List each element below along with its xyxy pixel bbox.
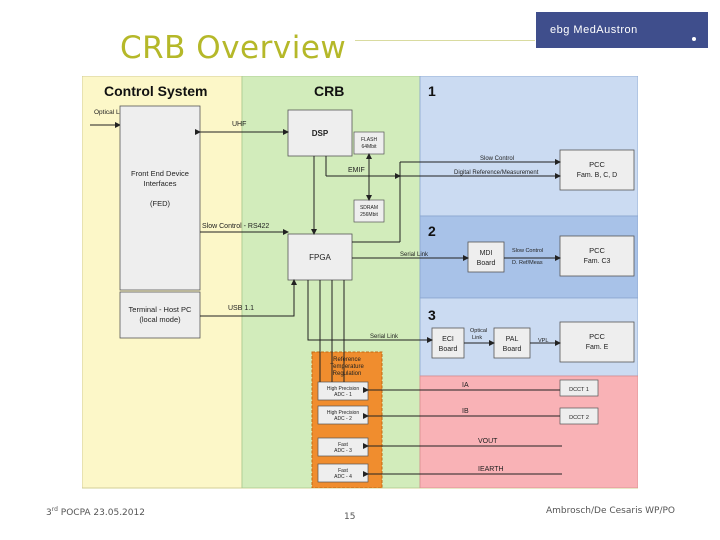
slow-control-label: Slow Control: [480, 156, 514, 162]
dcct1-block: [559, 379, 599, 397]
control-system-heading: Control System: [104, 83, 207, 99]
adc-measurement-region: [419, 375, 638, 488]
sdram-label-line2: 256Mbit: [360, 212, 378, 218]
pcc1-label-line2: Fam. B, C, D: [577, 172, 617, 179]
crb-heading: CRB: [314, 83, 344, 99]
slide-title: CRB Overview: [120, 30, 347, 66]
ia-label: IA: [462, 382, 469, 389]
footer-divider: [82, 488, 638, 489]
slow-control-zone2-label: Slow Control: [512, 248, 543, 254]
adc2-label-line2: ADC - 2: [334, 416, 352, 422]
zone1-region: [419, 76, 638, 217]
fpga-block: [287, 233, 353, 281]
pal-board-block: [493, 327, 531, 359]
uhf-label: UHF: [232, 121, 246, 128]
fed-label-line2: Interfaces: [144, 179, 177, 188]
zone2-heading: 2: [428, 223, 436, 239]
pcc1-label-line1: PCC: [589, 160, 605, 169]
adc1-label-line2: ADC - 1: [334, 392, 352, 398]
terminal-label-line2: (local mode): [139, 315, 181, 324]
mdi-label-line1: MDI: [480, 250, 493, 257]
adc2-label-line1: High Precision: [327, 410, 359, 416]
pal-label-line2: Board: [503, 346, 522, 353]
fed-label-line1: Front End Device: [131, 169, 189, 178]
fed-label-line3: (FED): [150, 199, 170, 208]
flash-block: [353, 131, 385, 155]
fed-block: [119, 105, 201, 291]
mdi-label-line2: Board: [477, 260, 496, 267]
digital-ref-label: Digital Reference/Measurement: [454, 170, 539, 176]
usb-label: USB 1.1: [228, 305, 254, 312]
logo-dot: [692, 37, 696, 41]
pcc2-label-line2: Fam. C3: [584, 258, 611, 265]
optical-link-zone3-label-line2: Link: [472, 335, 482, 341]
dcct1-label: DCCT 1: [569, 387, 589, 393]
adc4-label-line2: ADC - 4: [334, 474, 352, 480]
pcc-fam-e-block: [559, 321, 635, 363]
dsp-label: DSP: [312, 129, 329, 138]
pcc-fam-c3-block: [559, 235, 635, 277]
zone1-heading: 1: [428, 83, 436, 99]
ref-label-line1: Reference: [333, 357, 361, 363]
rs422-label: Slow Control - RS422: [202, 223, 269, 230]
d-ref-meas-label: D. Ref/Meas: [512, 260, 543, 266]
vout-label: VOUT: [478, 438, 498, 445]
pcc-fam-bcd-block: [559, 149, 635, 191]
zone3-heading: 3: [428, 307, 436, 323]
terminal-host-pc-block: [119, 291, 201, 339]
flash-label-line1: FLASH: [361, 137, 378, 143]
ib-label: IB: [462, 408, 469, 415]
terminal-label-line1: Terminal - Host PC: [129, 305, 193, 314]
ref-label-line2: Temperature: [330, 364, 364, 370]
eci-label-line2: Board: [439, 346, 458, 353]
pcc3-label-line1: PCC: [589, 332, 605, 341]
adc4-label-line1: Fast: [338, 468, 348, 474]
usb-link: [200, 279, 297, 317]
flash-label-line2: 64Mbit: [361, 144, 377, 150]
emif-label: EMIF: [348, 167, 365, 174]
iearth-label: IEARTH: [478, 466, 504, 473]
sdram-block: [353, 199, 385, 223]
fpga-label: FPGA: [309, 253, 331, 262]
pal-label-line1: PAL: [506, 336, 519, 343]
adc1-label-line1: High Precision: [327, 386, 359, 392]
ref-label-line3: Regulation: [333, 371, 362, 377]
pcc3-label-line2: Fam. E: [586, 344, 609, 351]
title-divider: [355, 40, 535, 41]
page-number: 15: [344, 512, 356, 522]
serial-link-zone3-label: Serial Link: [370, 334, 399, 340]
footer-authors: Ambrosch/De Cesaris WP/PO: [546, 506, 675, 516]
crb-block-diagram: Control System CRB 1 2 3 Optical Link Fr…: [82, 76, 638, 488]
eci-board-block: [431, 327, 465, 359]
mdi-board-block: [467, 241, 505, 273]
vpl-label: VPL: [538, 338, 548, 344]
optical-link-zone3-label-line1: Optical: [470, 328, 487, 334]
serial-link-zone2-label: Serial Link: [400, 252, 429, 258]
fpga-eci-serial-link: [307, 280, 433, 343]
medaustron-logo: ebg MedAustron: [536, 12, 708, 48]
logo-text: ebg MedAustron: [550, 24, 638, 36]
dcct2-label: DCCT 2: [569, 415, 589, 421]
footer-event: 3rd POCPA 23.05.2012: [46, 506, 145, 518]
adc3-label-line2: ADC - 3: [334, 448, 352, 454]
dsp-block: [287, 109, 353, 157]
eci-label-line1: ECI: [442, 336, 454, 343]
pcc2-label-line1: PCC: [589, 246, 605, 255]
adc3-label-line1: Fast: [338, 442, 348, 448]
optical-link-label: Optical Link: [94, 109, 129, 116]
sdram-label-line1: SDRAM: [360, 205, 378, 211]
